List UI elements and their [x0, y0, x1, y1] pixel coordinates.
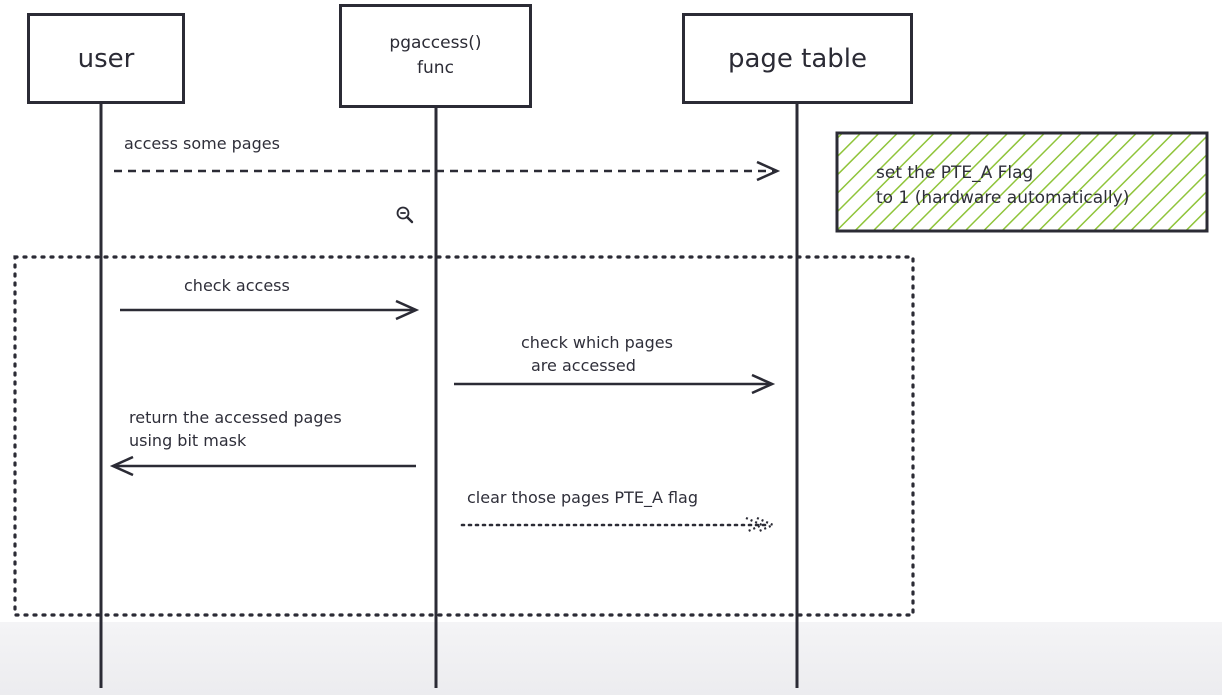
actor-func-label-line2: func	[417, 58, 454, 78]
arrow-check-which	[454, 373, 776, 395]
label-check-access: check access	[184, 276, 290, 295]
arrow-access-pages	[114, 160, 781, 182]
note-line2: to 1 (hardware automatically)	[876, 187, 1130, 208]
actor-func-label-line1: pgaccess()	[389, 33, 482, 54]
actor-page-table-label: page table	[727, 43, 868, 74]
label-check-which-line2: are accessed	[531, 356, 636, 375]
actor-pgaccess-func: pgaccess() func	[339, 4, 532, 108]
note-line1: set the PTE_A Flag	[876, 163, 1034, 183]
label-clear-flag: clear those pages PTE_A flag	[467, 488, 699, 507]
label-return-line1: return the accessed pages	[129, 408, 342, 427]
arrow-return	[109, 455, 416, 477]
actor-page-table: page table	[682, 13, 913, 104]
label-access-pages: access some pages	[124, 134, 280, 153]
group-frame	[13, 255, 915, 617]
note-text: set the PTE_A Flag to 1 (hardware automa…	[876, 161, 1129, 210]
zoom-out-icon	[396, 206, 414, 224]
label-return-line2: using bit mask	[129, 431, 247, 450]
label-check-which-line1: check which pages	[521, 333, 673, 352]
arrow-check-access	[120, 299, 420, 321]
actor-user-label: user	[77, 43, 135, 74]
actor-user: user	[27, 13, 185, 104]
note-box	[835, 131, 1209, 233]
bottom-band	[0, 622, 1222, 695]
arrow-clear-flag	[460, 516, 776, 534]
